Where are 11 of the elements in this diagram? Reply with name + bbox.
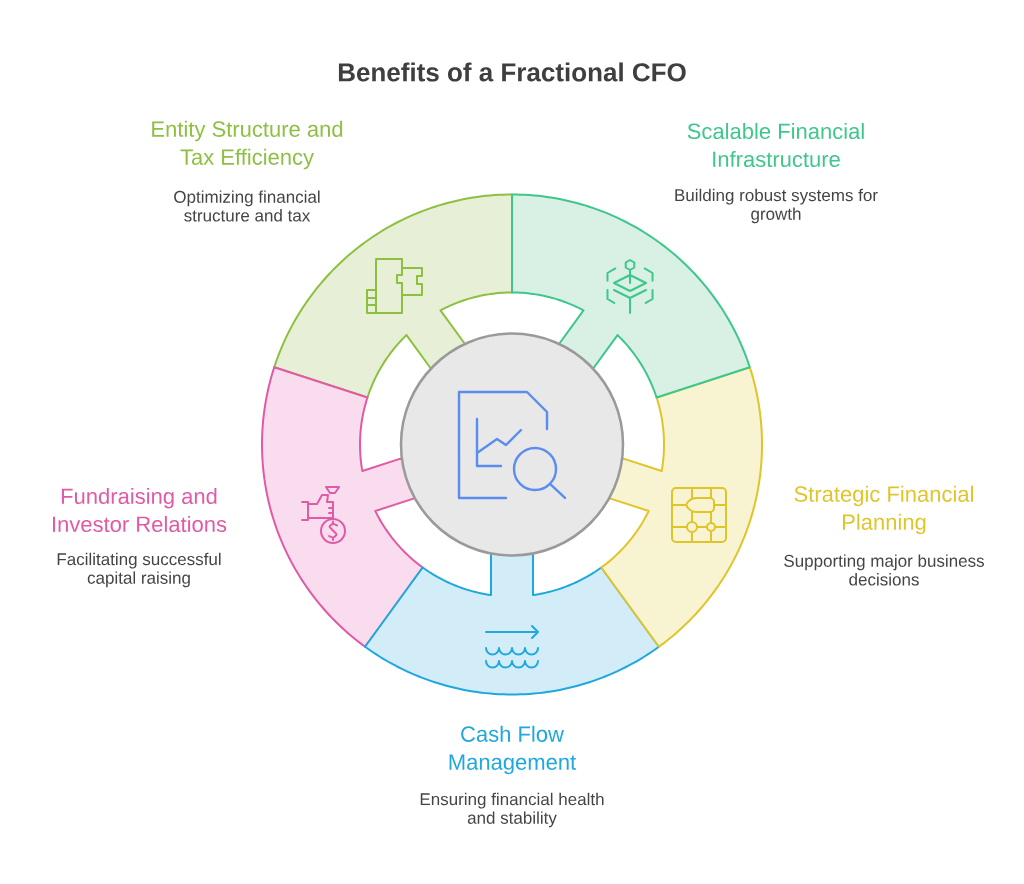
description: Supporting major business decisions bbox=[784, 554, 984, 586]
description: Facilitating successful capital raising bbox=[57, 552, 221, 588]
description: Optimizing financial structure and tax bbox=[174, 190, 320, 222]
heading: Strategic Financial Planning bbox=[794, 485, 973, 535]
description: Building robust systems for growth bbox=[675, 188, 878, 224]
heading: Fundraising and Investor Relations bbox=[53, 487, 227, 533]
heading: Entity Structure and Tax Efficiency bbox=[152, 120, 343, 170]
heading: Cash Flow Management bbox=[449, 725, 577, 775]
heading: Scalable Financial Infrastructure bbox=[687, 122, 864, 168]
title: Benefits of a Fractional CFO bbox=[338, 62, 686, 82]
description: Ensuring financial health and stability bbox=[420, 792, 604, 828]
